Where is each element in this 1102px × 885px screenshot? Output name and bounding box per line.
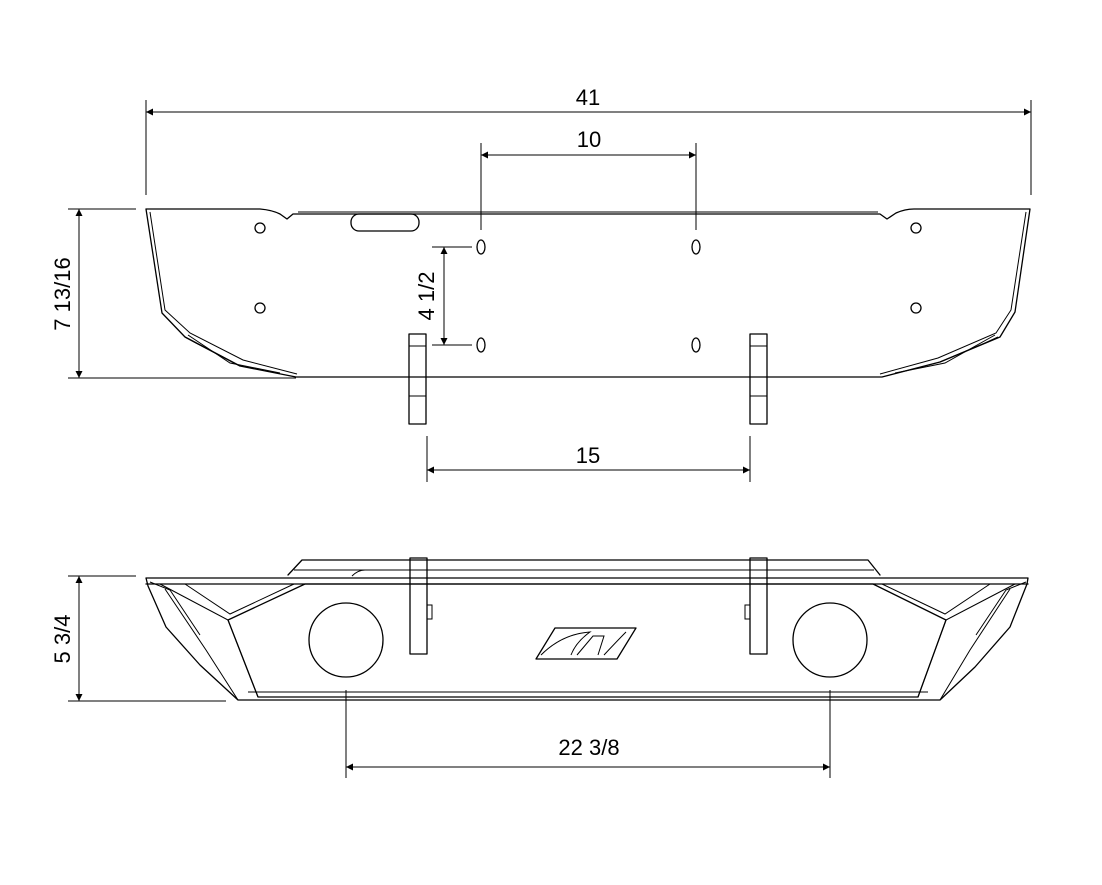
right-mount-tab bbox=[749, 333, 768, 425]
dim-overall-width: 41 bbox=[145, 85, 1032, 195]
right-front-tab bbox=[744, 557, 768, 655]
dim-label-top-height: 7 13/16 bbox=[50, 257, 75, 330]
dim-label-front-height: 5 3/4 bbox=[50, 615, 75, 664]
left-mount-tab bbox=[408, 333, 427, 425]
dim-tab-spacing: 15 bbox=[426, 436, 751, 482]
dim-label-tab-spacing: 15 bbox=[576, 443, 600, 468]
front-view bbox=[145, 557, 1029, 701]
dim-label-hole-spacing: 10 bbox=[577, 127, 601, 152]
dim-light-spacing: 22 3/8 bbox=[345, 690, 831, 778]
dim-label-light-spacing: 22 3/8 bbox=[558, 735, 619, 760]
left-light-opening bbox=[308, 602, 384, 678]
dim-front-height: 5 3/4 bbox=[50, 575, 226, 702]
dim-top-height: 7 13/16 bbox=[50, 208, 296, 379]
top-view bbox=[145, 208, 1031, 425]
dim-label-hole-vertical: 4 1/2 bbox=[414, 272, 439, 321]
dim-hole-spacing: 10 bbox=[480, 127, 697, 230]
dim-label-overall-width: 41 bbox=[576, 85, 600, 110]
right-light-opening bbox=[792, 602, 868, 678]
left-front-tab bbox=[409, 557, 433, 655]
dim-hole-vertical: 4 1/2 bbox=[414, 246, 472, 346]
brand-logo bbox=[535, 627, 637, 660]
